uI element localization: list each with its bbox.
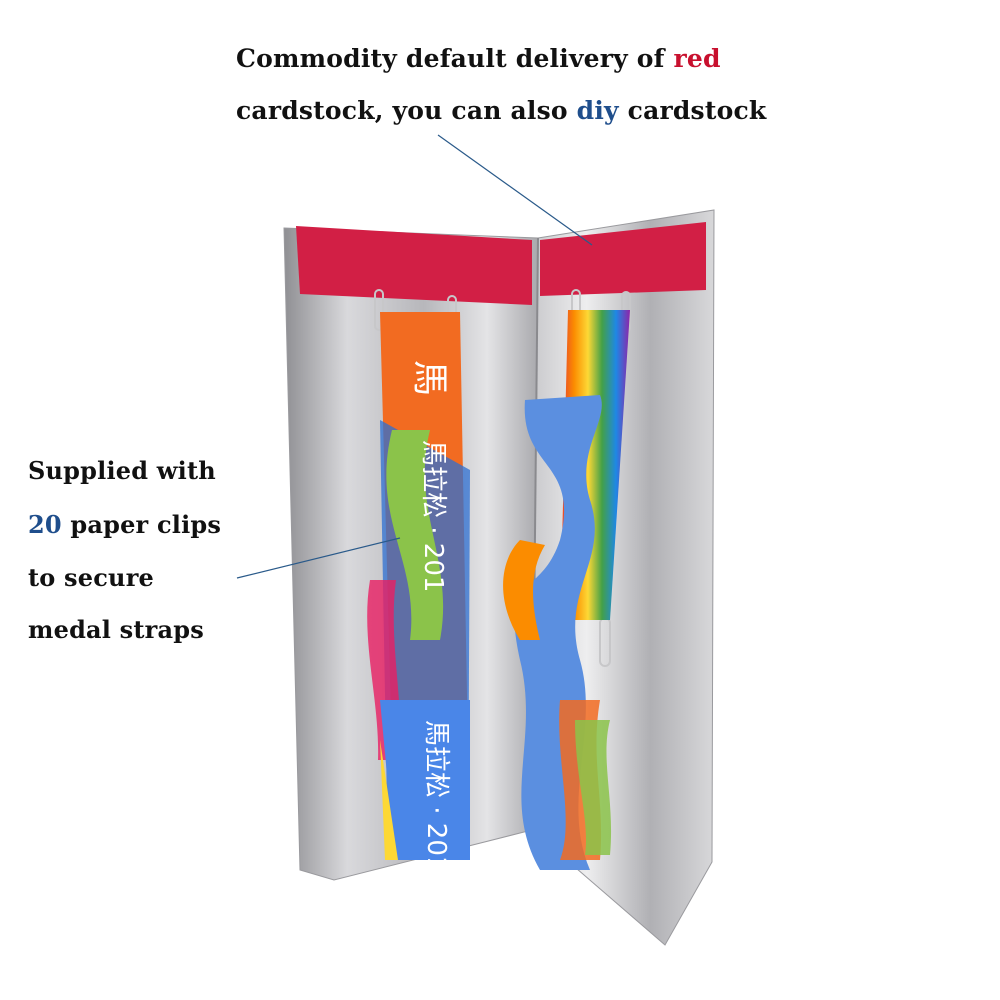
highlight-clip-count: 20: [28, 510, 62, 539]
left-caption-line-4: medal straps: [28, 615, 204, 644]
red-cardstock-left: [296, 226, 532, 305]
left-caption-line-1: Supplied with: [28, 456, 216, 485]
red-cardstock-right: [540, 222, 706, 296]
leader-line-left: [236, 537, 401, 579]
leader-line-top: [437, 134, 593, 246]
highlight-diy-word: diy: [576, 96, 619, 125]
lanyard-text-top: 馬: [409, 360, 450, 396]
left-caption-line-3: to secure: [28, 563, 155, 592]
lanyard-text-mid: 馬拉松 · 201: [418, 440, 448, 592]
top-caption-line-1: Commodity default delivery of red: [236, 44, 721, 73]
lanyard-text-bottom: 馬拉松 · 201: [421, 720, 451, 872]
top-caption-line-2: cardstock, you can also diy cardstock: [236, 96, 767, 125]
left-caption-line-2: 20 paper clips: [28, 510, 222, 539]
highlight-red-word: red: [673, 44, 721, 73]
